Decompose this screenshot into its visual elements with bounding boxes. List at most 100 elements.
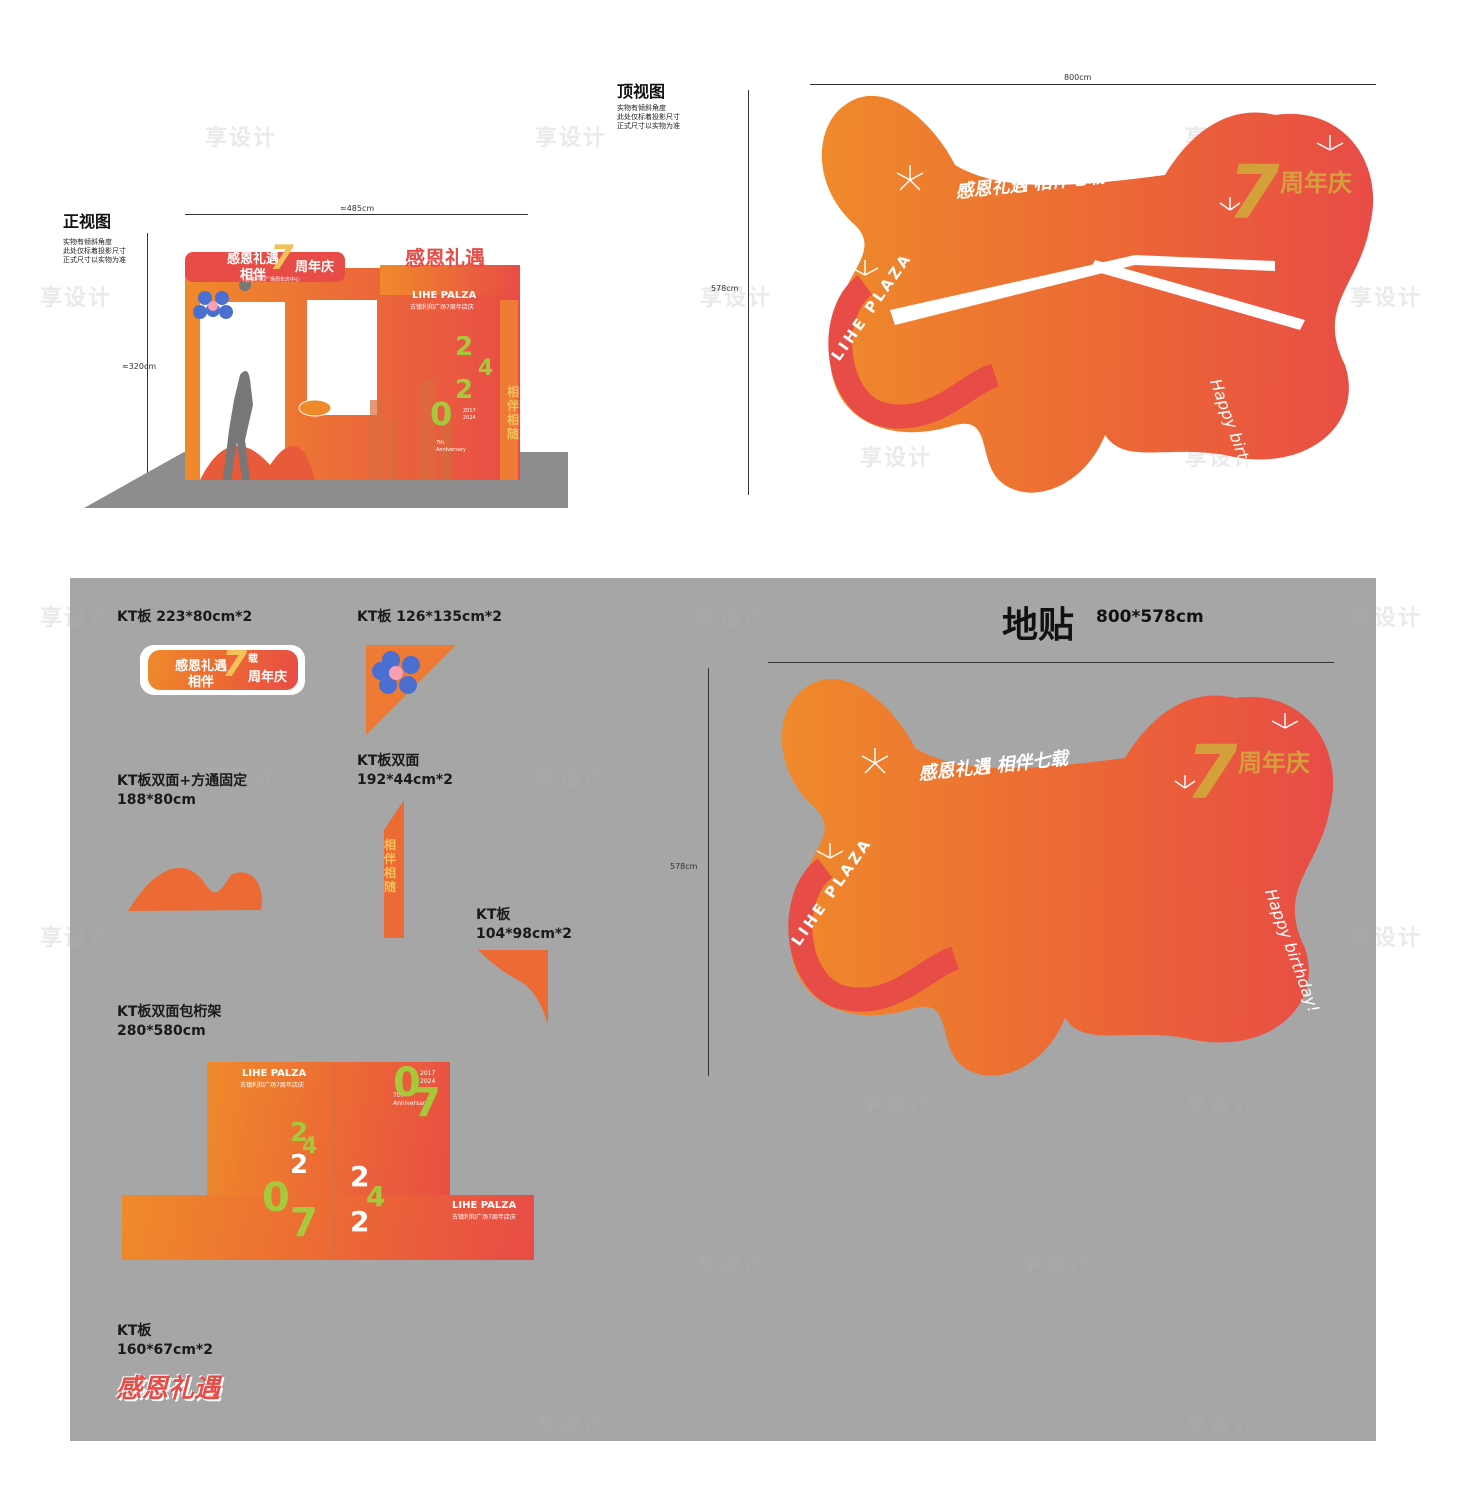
truss-digit-0: 0 — [393, 1060, 421, 1106]
watermark: 享设计 — [205, 766, 278, 791]
truss-anniv: 7th Anniversary — [393, 1092, 429, 1107]
truss-brand-sub-2: 古镇利和广场7周年店庆 — [452, 1214, 516, 1221]
front-banner-seven: 7 — [270, 238, 294, 278]
front-width-dim: ≈485cm — [340, 204, 375, 213]
watermark: 享设计 — [860, 446, 933, 471]
kt2-label: KT板 126*135cm*2 — [357, 609, 502, 625]
watermark: 享设计 — [1350, 286, 1423, 311]
truss-digit: 2 — [290, 1150, 309, 1180]
watermark: 享设计 — [860, 1091, 933, 1116]
kt4-vertical-text: 相伴相随 — [384, 838, 397, 894]
top-view-title: 顶视图 — [617, 82, 666, 101]
truss-board-base — [122, 1195, 534, 1260]
kt4-vertical-board — [384, 800, 404, 938]
top-view-blob — [821, 95, 1374, 493]
front-digit: 4 — [478, 356, 493, 381]
kt5-label: KT板 104*98cm*2 — [476, 907, 572, 942]
kt1-line2: 相伴 — [188, 675, 215, 690]
watermark: 享设计 — [1350, 606, 1423, 631]
truss-digit: 2 — [290, 1118, 309, 1148]
watermark: 享设计 — [1350, 926, 1423, 951]
truss-digit: 4 — [366, 1180, 386, 1213]
note-line: 实物有倾斜角度 — [63, 238, 112, 246]
truss-brand-2: LIHE PALZA — [452, 1200, 517, 1211]
kt1-zhounian: 周年庆 — [248, 670, 288, 685]
watermark: 享设计 — [1185, 1411, 1258, 1436]
kt2-corner-flower — [366, 645, 456, 735]
top-height-dim: 578cm — [711, 284, 739, 293]
note-line: 正式尺寸以实物为准 — [617, 122, 680, 130]
front-digit: 2 — [455, 375, 473, 405]
floor-zhounianqing: 周年庆 — [1238, 749, 1310, 777]
top-width-dim: 800cm — [1064, 73, 1092, 82]
front-vertical-text: 相伴相随 — [507, 385, 520, 441]
front-digit: 0 — [430, 395, 452, 433]
watermark: 享设计 — [40, 606, 113, 631]
floor-height-dim: 578cm — [670, 862, 698, 871]
note-line: 实物有倾斜角度 — [617, 104, 666, 112]
kt1-label: KT板 223*80cm*2 — [117, 609, 253, 625]
top-width-line — [810, 84, 1376, 85]
floor-size: 800*578cm — [1096, 607, 1204, 627]
watermark: 享设计 — [695, 606, 768, 631]
kt1-zai: 载 — [248, 654, 258, 665]
kt1-seven: 7 — [222, 644, 248, 685]
watermark: 享设计 — [535, 1411, 608, 1436]
front-height-dim: ≈320cm — [122, 362, 157, 371]
watermark: 享设计 — [535, 126, 608, 151]
front-top-right-text: 感恩礼遇 — [405, 246, 485, 270]
kt5-corner — [478, 950, 548, 1025]
kt6-label: KT板双面包桁架 280*580cm — [117, 1004, 222, 1039]
truss-brand-sub: 古镇利和广场7周年店庆 — [240, 1082, 304, 1089]
front-view-notes: 实物有倾斜角度 此处仅标着投影尺寸 正式尺寸以实物为准 — [63, 238, 183, 265]
note-line: 此处仅标着投影尺寸 — [617, 113, 680, 121]
kt7-art-text: 感恩礼遇 — [116, 1374, 221, 1404]
front-banner-line1: 感恩礼遇 — [227, 252, 280, 267]
front-banner-line2: 相伴 — [240, 268, 267, 283]
front-banner-sub: 古镇利和广场周年庆中心 — [245, 277, 301, 283]
watermark: 享设计 — [40, 286, 113, 311]
front-anniv: 7th Anniversary — [436, 440, 466, 453]
floor-blob — [781, 678, 1334, 1076]
front-brand-sub: 古镇利和广场7周年店庆 — [410, 304, 474, 311]
truss-divider — [334, 1062, 335, 1260]
truss-brand: LIHE PALZA — [242, 1068, 307, 1079]
kt7-label: KT板 160*67cm*2 — [117, 1323, 213, 1358]
floor-title: 地贴 — [1002, 605, 1075, 646]
watermark: 享设计 — [700, 286, 773, 311]
front-digit: 2 — [455, 332, 473, 362]
watermark: 享设计 — [40, 926, 113, 951]
truss-digit: 2 — [350, 1205, 370, 1238]
front-brand: LIHE PALZA — [412, 290, 477, 301]
front-banner-zai: 载 — [295, 240, 305, 251]
top-zhounianqing: 周年庆 — [1280, 169, 1352, 197]
front-view-title: 正视图 — [63, 212, 112, 231]
kt3-cloud-shape — [128, 867, 262, 911]
floor-height-line — [708, 668, 709, 1076]
note-line: 正式尺寸以实物为准 — [63, 256, 126, 264]
truss-digit: 0 — [262, 1175, 290, 1221]
kt1-banner-fill — [148, 650, 298, 690]
front-banner-zhounian: 周年庆 — [295, 260, 335, 275]
front-years: 2017 2024 — [463, 408, 476, 421]
kt4-label: KT板双面 192*44cm*2 — [357, 753, 453, 788]
width-dimension-line — [185, 214, 528, 215]
watermark: 享设计 — [1020, 1251, 1093, 1276]
kt3-label: KT板双面+方通固定 188*80cm — [117, 773, 248, 808]
truss-digit-7: 7 — [413, 1080, 441, 1126]
front-view-illustration: 2 4 2 0 — [84, 252, 568, 508]
truss-digit: 4 — [302, 1134, 318, 1159]
watermark: 享设计 — [1185, 1091, 1258, 1116]
truss-years: 2017 2024 — [420, 1070, 436, 1085]
top-seven: 7 — [1228, 150, 1280, 236]
truss-digit: 2 — [350, 1160, 370, 1193]
height-dimension-line — [147, 233, 148, 478]
note-line: 此处仅标着投影尺寸 — [63, 247, 126, 255]
top-height-line — [748, 90, 749, 495]
floor-seven: 7 — [1186, 730, 1238, 816]
watermark: 享设计 — [695, 1251, 768, 1276]
watermark: 享设计 — [535, 766, 608, 791]
top-view-notes: 实物有倾斜角度 此处仅标着投影尺寸 正式尺寸以实物为准 — [617, 104, 737, 131]
watermark: 享设计 — [205, 126, 278, 151]
floor-width-line — [768, 662, 1334, 663]
